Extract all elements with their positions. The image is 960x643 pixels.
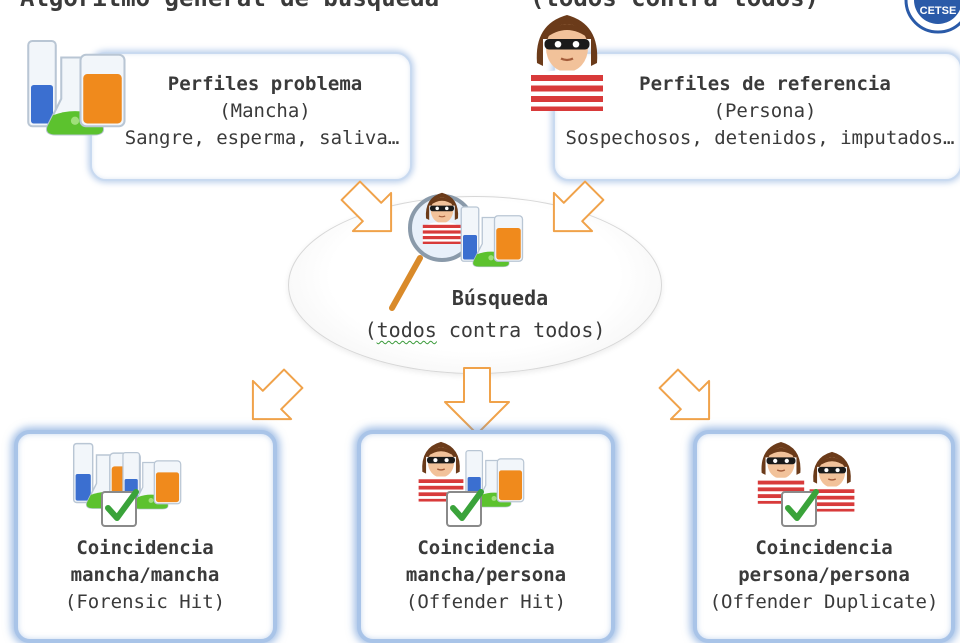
person-beaker-check-icon: [413, 436, 533, 532]
result-offender-hit-line1: Coincidencia: [417, 537, 555, 559]
profiles-reference-title: Perfiles de referencia: [639, 73, 891, 95]
page-title-fragment: Algoritmo general de búsqueda: [20, 0, 439, 12]
profiles-reference-detail: Sospechosos, detenidos, imputados…: [565, 127, 955, 149]
arrow-bottomright: [658, 368, 711, 421]
magnifier-search-icon: [380, 180, 530, 315]
profiles-problem-subtitle: (Mancha): [219, 100, 311, 122]
result-offender-duplicate-line1: Coincidencia: [755, 537, 893, 559]
arrow-bottomleft: [251, 368, 304, 421]
arrow-bottomcenter: [444, 367, 510, 435]
search-subtitle-open: (: [364, 318, 377, 342]
result-offender-hit-line2: mancha/persona: [405, 564, 567, 586]
result-forensic-line1: Coincidencia: [76, 537, 214, 559]
arrow-topright: [552, 180, 605, 233]
profiles-problem-box: [90, 52, 412, 181]
profiles-reference-subtitle: (Persona): [713, 100, 817, 122]
result-offender-hit-line3: (Offender Hit): [405, 591, 567, 613]
two-persons-check-icon: [752, 436, 882, 532]
search-subtitle: (todos contra todos): [340, 316, 630, 344]
profiles-reference-box: [553, 52, 960, 181]
profiles-problem-detail: Sangre, esperma, saliva…: [124, 127, 400, 149]
profiles-problem-title: Perfiles problema: [167, 73, 363, 95]
result-forensic-line3: (Forensic Hit): [64, 591, 226, 613]
arrow-topleft: [340, 180, 393, 233]
page-title-fragment-right: (todos contra todos): [530, 0, 819, 12]
svg-text:CETSE: CETSE: [920, 5, 957, 17]
beakers-check-icon: [68, 436, 188, 532]
result-offender-duplicate-line2: persona/persona: [738, 564, 910, 586]
result-forensic-line2: mancha/mancha: [70, 564, 220, 586]
cetse-logo: CETSE: [904, 0, 960, 40]
search-subtitle-word: todos: [376, 318, 437, 342]
search-subtitle-rest: contra todos): [436, 318, 606, 342]
search-title: Búsqueda: [451, 286, 549, 310]
result-offender-duplicate-line3: (Offender Duplicate): [709, 591, 939, 613]
